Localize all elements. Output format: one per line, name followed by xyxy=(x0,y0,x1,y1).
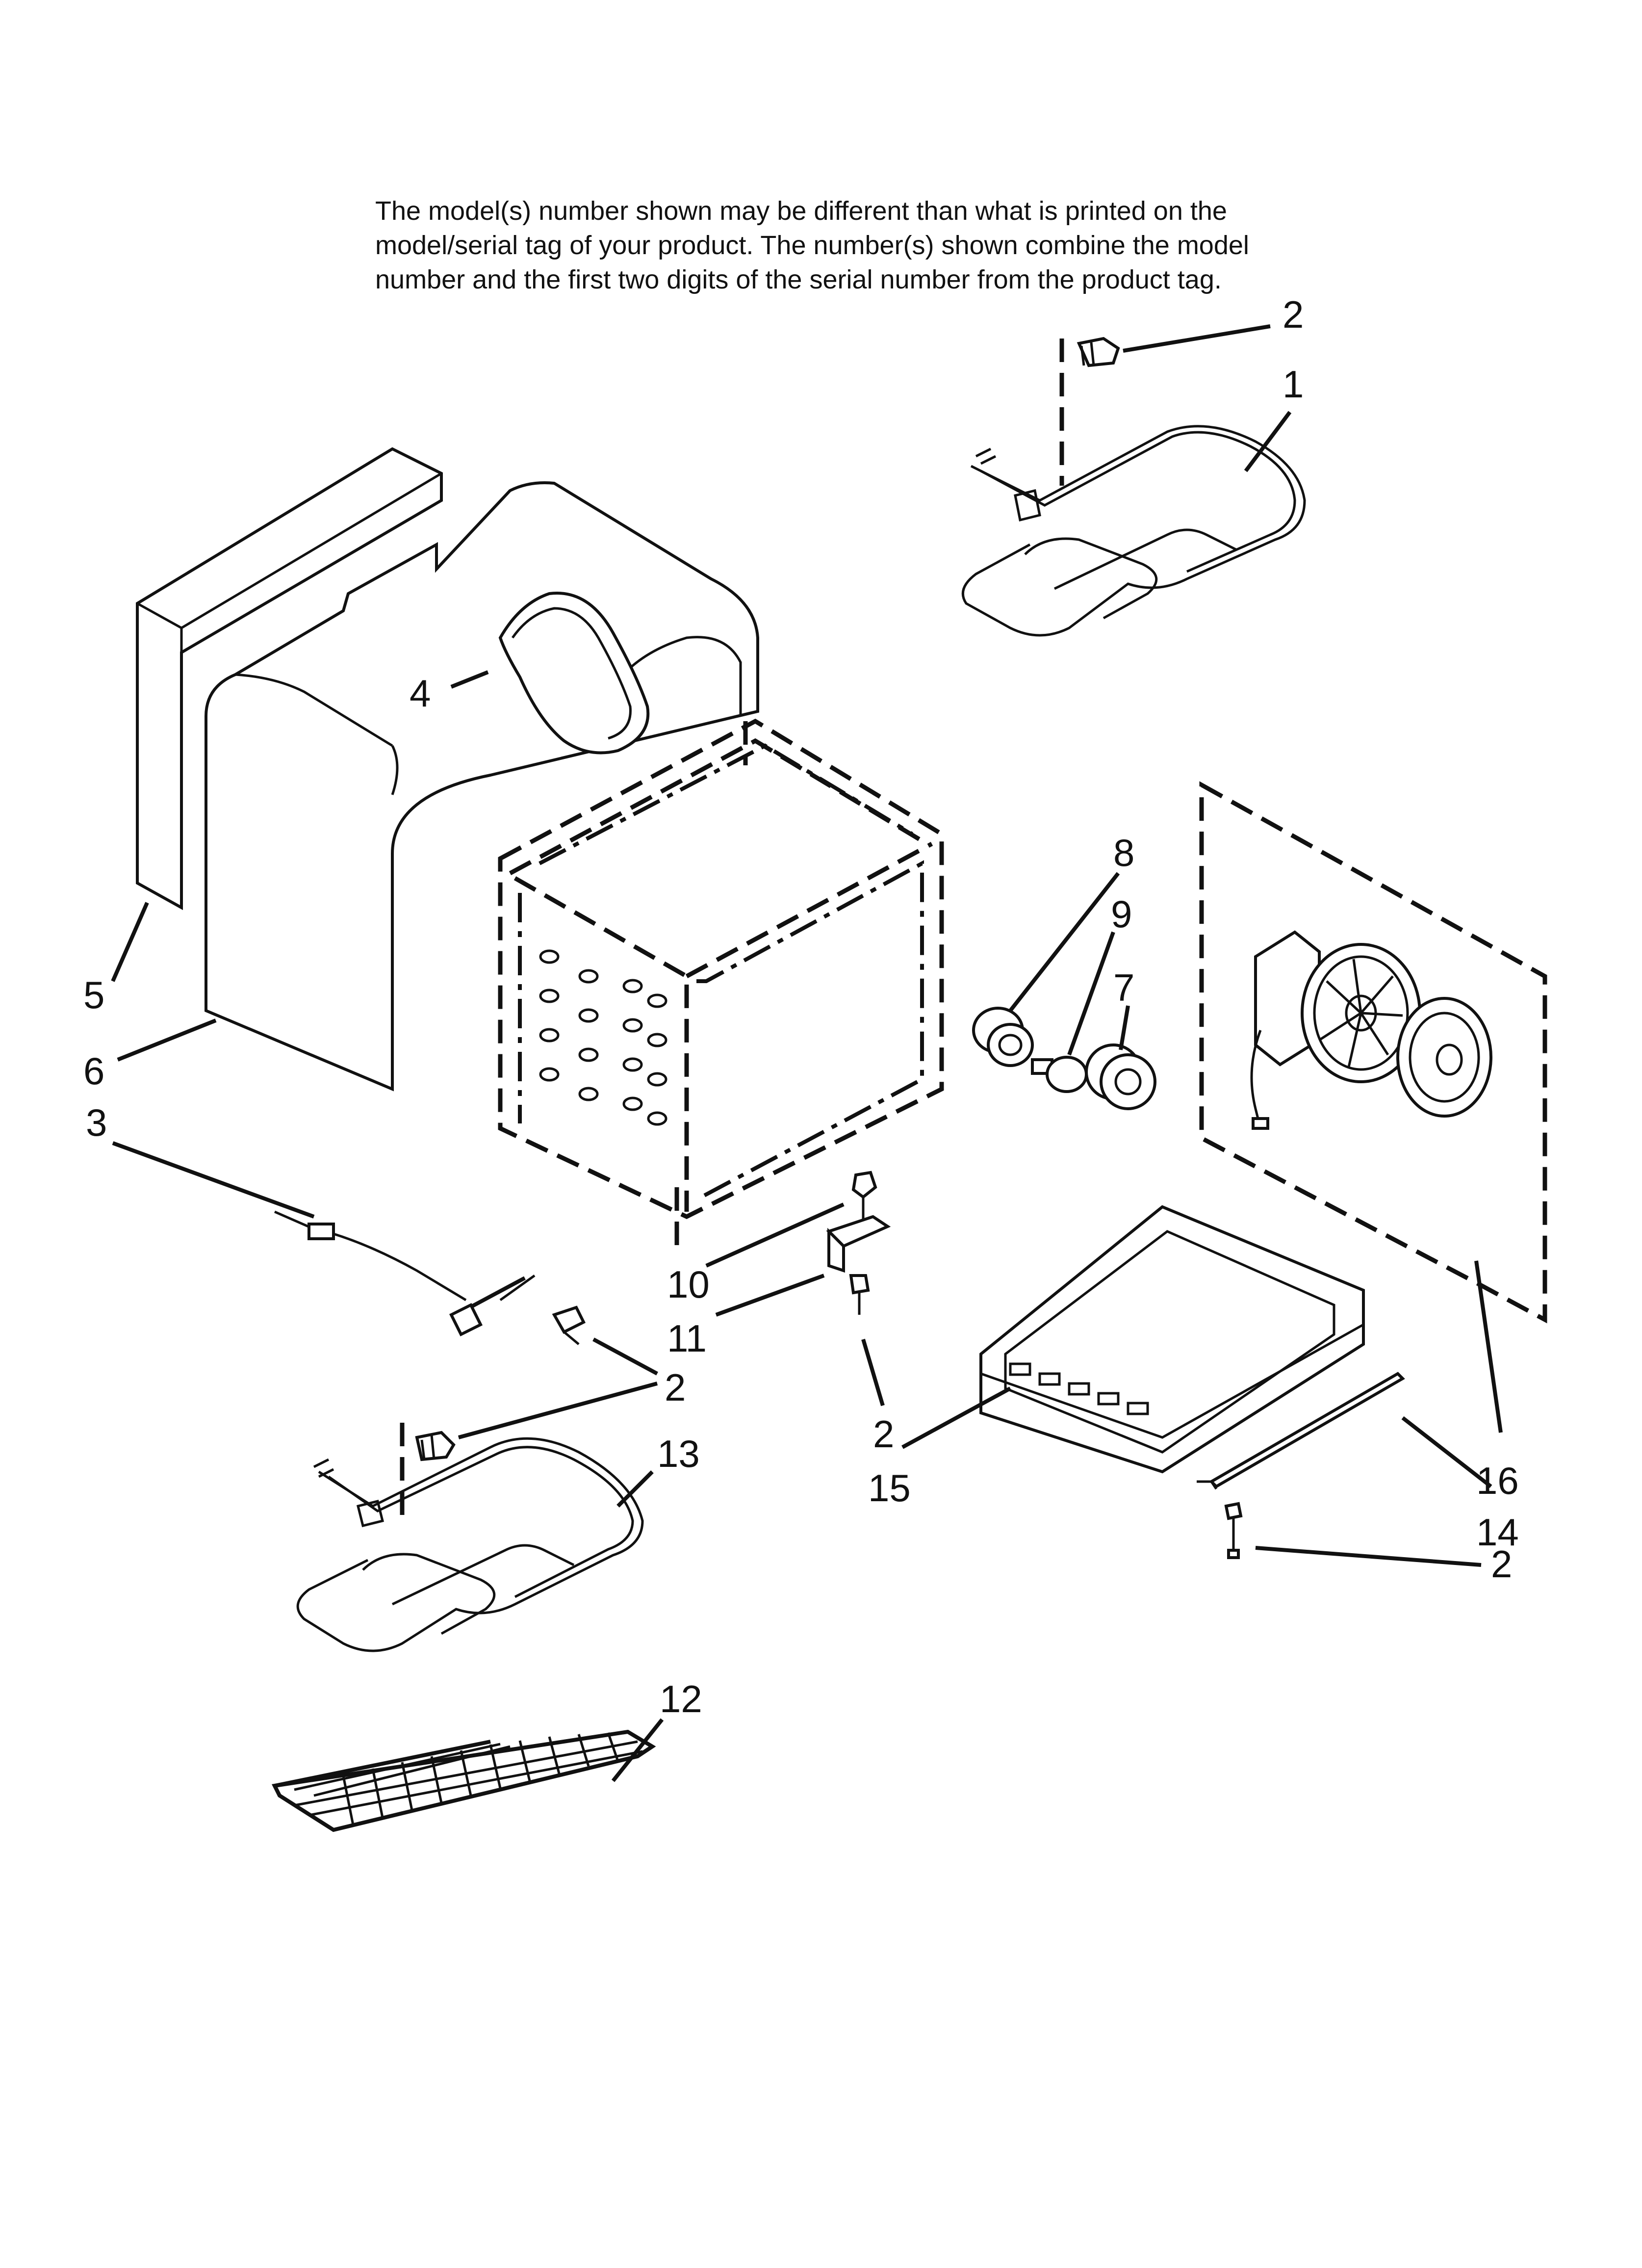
screw-part-2-bake xyxy=(415,1431,456,1461)
callout-2-bottom-right: 2 xyxy=(1491,1542,1512,1586)
cavity-vent-holes xyxy=(539,949,667,1126)
callout-3: 3 xyxy=(86,1101,107,1144)
bottom-front-slots xyxy=(1009,1362,1149,1415)
callout-12: 12 xyxy=(660,1677,702,1721)
callout-2-center: 2 xyxy=(873,1412,894,1456)
broil-element-part-1 xyxy=(961,425,1306,637)
notice-line-2: model/serial tag of your product. The nu… xyxy=(375,231,1249,260)
callout-4: 4 xyxy=(410,672,431,715)
temperature-sensor-part-3 xyxy=(274,1210,536,1337)
insulation-strip-part-4 xyxy=(498,592,650,755)
callout-8: 8 xyxy=(1113,831,1134,874)
rail-strip-part-14 xyxy=(1197,1372,1405,1490)
screw-part-2-bottom-right xyxy=(1224,1502,1243,1559)
screw-part-2-sensor xyxy=(552,1305,586,1345)
callout-1: 1 xyxy=(1283,363,1304,406)
light-socket-part-8 xyxy=(972,1007,1034,1067)
screw-part-2-center xyxy=(849,1274,870,1315)
callout-5: 5 xyxy=(83,973,104,1017)
callout-13: 13 xyxy=(657,1432,700,1475)
oven-rack-part-12 xyxy=(271,1729,656,1832)
callout-7: 7 xyxy=(1113,966,1134,1009)
screw-part-2-top xyxy=(1077,337,1120,367)
light-lens-part-7 xyxy=(1085,1043,1156,1110)
callout-numbers: 2 1 4 5 6 3 8 9 7 10 11 2 2 13 15 16 14 … xyxy=(83,293,1519,1721)
notice-line-3: number and the first two digits of the s… xyxy=(375,265,1222,294)
bake-element-part-13 xyxy=(296,1437,644,1652)
bracket-part-11 xyxy=(826,1215,891,1273)
callout-2-sensor: 2 xyxy=(665,1366,686,1409)
callout-9: 9 xyxy=(1111,892,1132,936)
oven-cavity-outline xyxy=(498,718,944,1246)
callout-15: 15 xyxy=(868,1466,911,1510)
callout-11: 11 xyxy=(667,1317,707,1360)
callout-2-top: 2 xyxy=(1283,293,1304,336)
notice-line-1: The model(s) number shown may be differe… xyxy=(375,196,1227,226)
model-number-notice: The model(s) number shown may be differe… xyxy=(375,194,1503,297)
callout-16: 16 xyxy=(1476,1459,1519,1502)
rack-wires xyxy=(294,1732,619,1825)
convection-fan-kit-part-16 xyxy=(1199,781,1547,1324)
callout-6: 6 xyxy=(83,1049,104,1093)
light-bulb-part-9 xyxy=(1031,1056,1088,1093)
screw-part-10 xyxy=(851,1171,877,1222)
insulation-panel-part-5 xyxy=(136,447,443,911)
callout-14: 14 xyxy=(1476,1511,1519,1554)
callout-10: 10 xyxy=(667,1263,710,1306)
insulation-wrap-part-6 xyxy=(205,481,759,1092)
oven-bottom-part-15 xyxy=(979,1205,1365,1474)
leader-lines xyxy=(111,324,1503,1782)
